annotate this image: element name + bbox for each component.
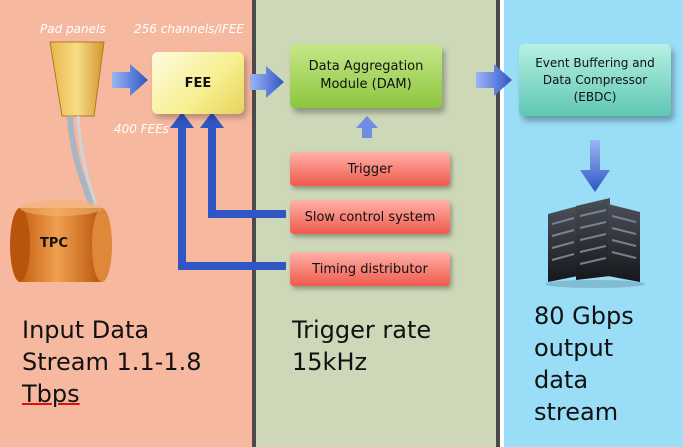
pad-panels-label: Pad panels [40, 22, 106, 36]
ebdc-line-1: Event Buffering and [535, 55, 655, 70]
ebdc-box: Event Buffering and Data Compressor (EBD… [519, 44, 671, 116]
input-stream-text: Input Data Stream 1.1-1.8 Tbps [22, 314, 201, 410]
trigger-rate-line-1: Trigger rate [292, 316, 432, 344]
server-rack-icon [545, 198, 645, 288]
arrow-pad-to-fee [112, 64, 148, 96]
dam-line-1: Data Aggregation [308, 59, 424, 74]
output-line-2: output [534, 334, 614, 362]
fees-count-label: 400 FEEs [114, 122, 170, 136]
ebdc-line-3: (EBDC) [573, 89, 617, 104]
channels-label: 256 channels/iFEE [134, 22, 244, 36]
trigger-box: Trigger [290, 152, 450, 186]
tpc-cylinder-icon [10, 200, 112, 282]
output-line-1: 80 Gbps [534, 302, 634, 330]
output-stream-text: 80 Gbps output data stream [534, 300, 634, 428]
input-stream-line-2: Stream 1.1-1.8 [22, 348, 202, 376]
input-stream-line-1: Input Data [22, 316, 150, 344]
input-stream-line-3: Tbps [22, 380, 80, 408]
dam-line-2: Module (DAM) [320, 77, 412, 92]
arrow-dam-to-ebdc [476, 64, 512, 96]
output-line-3: data [534, 366, 589, 394]
timing-path [170, 112, 286, 270]
dam-box: Data Aggregation Module (DAM) [290, 44, 442, 108]
pad-panel-icon [49, 41, 105, 117]
slow-control-path [200, 112, 286, 218]
trigger-rate-line-2: 15kHz [292, 348, 368, 376]
trigger-rate-text: Trigger rate 15kHz [292, 314, 431, 378]
cable-icon [67, 115, 98, 207]
timing-distributor-box: Timing distributor [290, 252, 450, 286]
slow-control-box: Slow control system [290, 200, 450, 234]
arrow-fee-to-dam [250, 66, 284, 98]
arrow-ebdc-to-server [580, 140, 610, 192]
ebdc-line-2: Data Compressor [542, 72, 648, 87]
output-line-4: stream [534, 398, 619, 426]
tpc-label: TPC [40, 236, 68, 251]
arrow-trigger-to-dam [356, 116, 378, 138]
fee-box: FEE [152, 52, 244, 114]
